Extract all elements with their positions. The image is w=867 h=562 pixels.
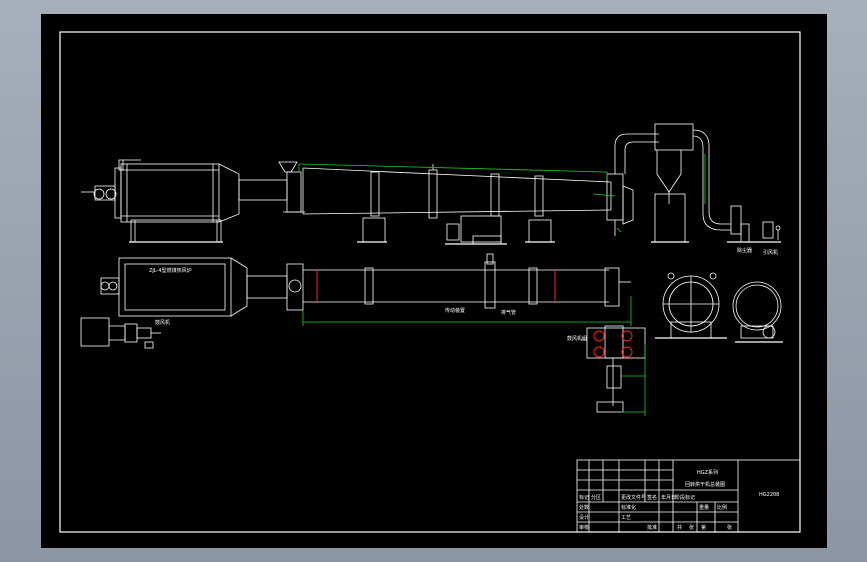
- section-b: [732, 281, 783, 343]
- tb-right-4: 张: [689, 524, 694, 531]
- fan-label: 鼓风机: [155, 319, 170, 326]
- feed-box: [286, 171, 302, 213]
- burner-note: ZJL-4型燃煤热风炉: [149, 267, 192, 274]
- tb-col-0: 分区: [591, 494, 601, 501]
- drawing-number: HG2208: [759, 492, 779, 498]
- plan-dimensions: [302, 296, 646, 416]
- support-3: [528, 219, 552, 243]
- tb-misc-1: 批准: [647, 524, 657, 531]
- tb-row-2: 设计: [579, 514, 589, 521]
- cyclone-dust-collector: [614, 123, 781, 243]
- elevation-view: [81, 123, 781, 245]
- red-markers: [316, 270, 633, 358]
- title-line-1: HGZ系列: [697, 469, 718, 476]
- tb-row-4: 工艺: [621, 515, 631, 521]
- elevation-dimensions: [298, 154, 706, 233]
- furnace-body: [120, 163, 220, 223]
- dust-label: 除尘器: [737, 247, 752, 254]
- tb-misc-0: 标准化: [621, 504, 636, 511]
- drawing-sheet: ZJL-4型燃煤热风炉 传动装置 鼓风机 除尘器 引风机 鼓风机组 排气管 HG…: [41, 14, 827, 548]
- cad-drawing: ZJL-4型燃煤热风炉 传动装置 鼓风机 除尘器 引风机 鼓风机组 排气管 HG…: [59, 31, 801, 533]
- plan-view: [80, 253, 646, 413]
- title-block: [576, 459, 801, 533]
- tb-row-3: 审核: [579, 524, 589, 531]
- exhaust-label: 排气管: [501, 309, 516, 316]
- blower-group: [581, 325, 646, 413]
- drive-label: 传动装置: [445, 307, 465, 314]
- tb-right-2: 比例: [717, 504, 727, 511]
- tb-row-0: 标记: [579, 494, 589, 501]
- outlet-label: 引风机: [763, 249, 778, 256]
- tb-right-3: 共: [677, 524, 682, 531]
- tb-col-3: 年月日: [661, 494, 676, 501]
- outer-border: [59, 31, 801, 533]
- tb-right-6: 张: [727, 524, 732, 531]
- title-line-2: 回转烘干机总装图: [685, 481, 725, 488]
- rotary-drum: [302, 164, 612, 219]
- support-2: [460, 215, 502, 243]
- tb-right-1: 重量: [699, 504, 709, 511]
- tb-right-0: 阶段标记: [675, 494, 695, 501]
- section-a: [655, 272, 727, 339]
- fan-group-label: 鼓风机组: [567, 335, 587, 342]
- tb-row-1: 处数: [579, 504, 589, 511]
- tb-right-5: 第: [701, 524, 706, 531]
- tb-col-1: 更改文件号: [621, 494, 646, 501]
- tb-col-2: 签名: [647, 494, 657, 501]
- support-1: [362, 217, 386, 243]
- blower-fan: [80, 317, 110, 347]
